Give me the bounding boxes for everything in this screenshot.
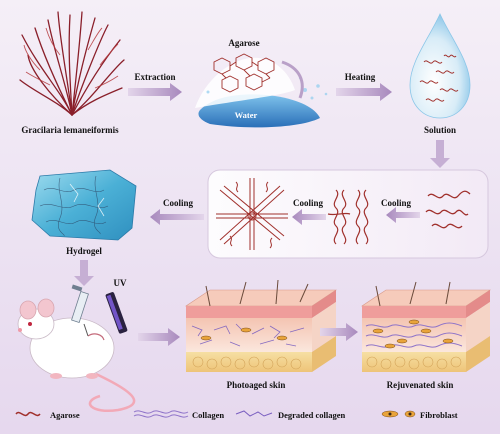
solution-down-arrow <box>430 140 450 168</box>
legend-agarose-label: Agarose <box>50 410 80 420</box>
solution-label: Solution <box>424 125 456 135</box>
legend-agarose-swatch <box>15 411 41 417</box>
hydrogel-down-arrow <box>74 260 94 286</box>
treatment-arrow <box>138 328 180 346</box>
seaweed-illustration <box>19 11 125 116</box>
agarose-label: Agarose <box>228 38 259 48</box>
heating-label: Heating <box>345 72 376 82</box>
water-splash <box>195 57 328 128</box>
legend-collagen-swatch <box>133 410 189 418</box>
extraction-arrow <box>128 83 182 101</box>
legend-fibroblast-label: Fibroblast <box>420 410 458 420</box>
legend-fibroblast-swatch <box>381 410 416 418</box>
hydrogel-block <box>31 169 137 241</box>
cooling-arrow-3 <box>386 207 420 223</box>
hydrogel-label: Hydrogel <box>66 246 102 256</box>
solution-drop <box>409 13 471 119</box>
rejuvenated-skin-block <box>361 281 491 372</box>
mouse-illustration <box>17 298 136 413</box>
photoaged-skin-block <box>185 279 337 372</box>
extraction-label: Extraction <box>135 72 176 82</box>
photoaged-skin-label: Photoaged skin <box>227 380 286 390</box>
rejuvenated-skin-label: Rejuvenated skin <box>387 380 454 390</box>
syringe-icon <box>71 284 89 337</box>
legend-collagen-label: Collagen <box>192 410 224 420</box>
splash-curved-arrow <box>281 60 304 99</box>
cooling-label-1: Cooling <box>163 198 194 208</box>
rejuvenation-arrow <box>320 323 358 341</box>
helix-network <box>216 178 288 250</box>
cooling-label-2: Cooling <box>293 198 324 208</box>
legend-degraded-collagen-swatch <box>235 410 273 417</box>
legend: Agarose Collagen Degraded collagen Fibro… <box>15 410 458 420</box>
agarose-molecule <box>213 53 275 93</box>
cooling-arrow-1 <box>150 209 204 225</box>
random-coil-chains <box>425 190 471 229</box>
double-helix-chains <box>327 189 369 245</box>
plant-label: Gracilaria lemaneiformis <box>21 125 119 135</box>
legend-degraded-collagen-label: Degraded collagen <box>278 410 346 420</box>
uv-lamp-icon <box>105 292 128 334</box>
heating-arrow <box>336 83 392 101</box>
cooling-arrow-2 <box>292 209 326 225</box>
uv-label: UV <box>114 278 127 288</box>
cooling-label-3: Cooling <box>381 198 412 208</box>
water-label: Water <box>235 110 258 120</box>
